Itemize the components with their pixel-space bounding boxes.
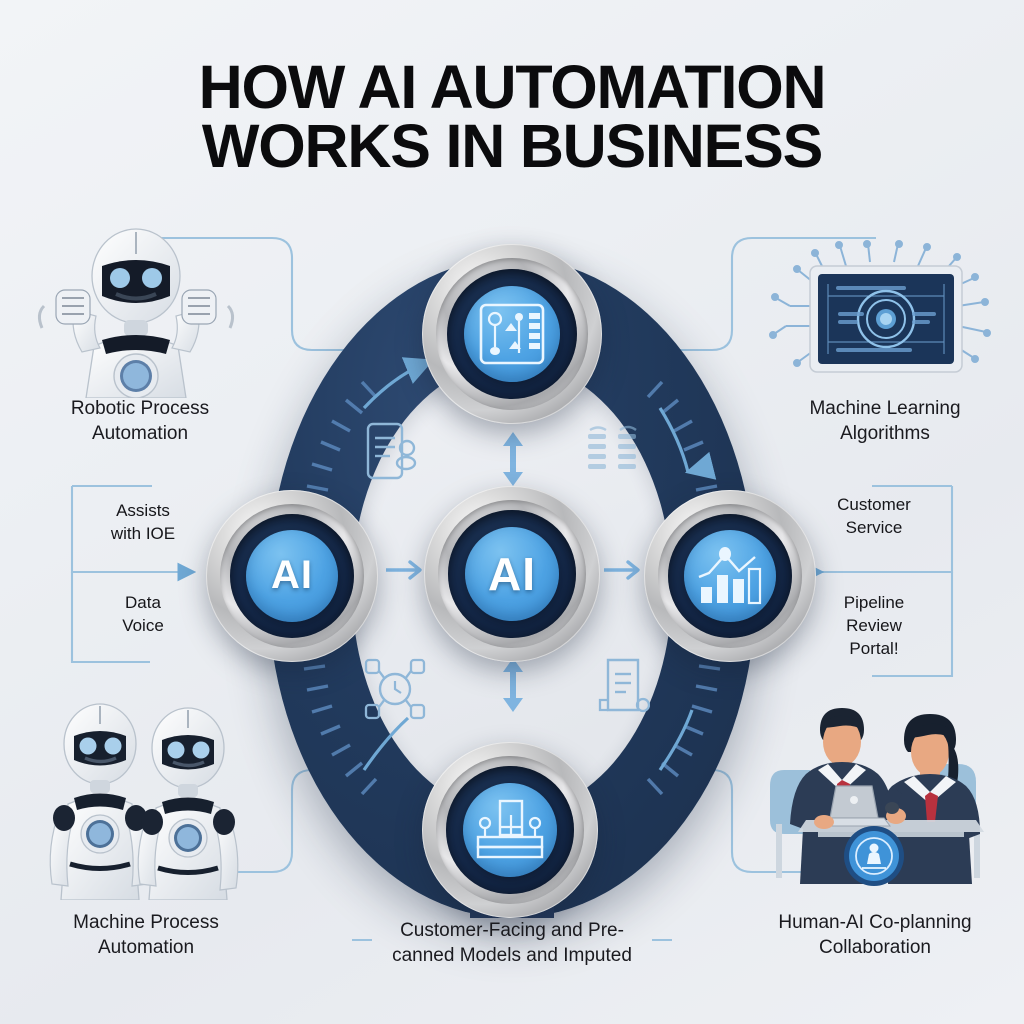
hub-node-left[interactable]: AI xyxy=(206,490,378,662)
humanoid-robot-waving xyxy=(37,228,235,398)
node-face xyxy=(463,285,561,383)
dashboard-flowchart-icon xyxy=(479,303,545,365)
node-well xyxy=(446,268,577,399)
node-well: AI xyxy=(229,513,355,639)
node-face: AI xyxy=(464,526,560,622)
node-bezel xyxy=(436,258,588,410)
node-well: AI xyxy=(448,510,576,638)
label-assists-with-ioe: Assists with IOE xyxy=(110,501,176,543)
server-podium-icon xyxy=(476,799,544,859)
label-pipeline-review-portal: Pipeline Review Portal! xyxy=(843,593,905,658)
caption-robotic-process-automation: Robotic Process Automation xyxy=(70,398,210,445)
node-bezel xyxy=(436,756,584,904)
two-business-people-laptop xyxy=(770,708,984,886)
hub-node-right[interactable] xyxy=(644,490,816,662)
invoice-document-icon xyxy=(598,658,650,713)
twin-humanoid-robots xyxy=(49,703,239,900)
node-bezel: AI xyxy=(219,503,365,649)
arrow-right-icon xyxy=(604,560,640,580)
vertical-double-arrow-icon xyxy=(503,658,523,712)
caption-customer-facing-models: Customer-Facing and Pre- canned Models a… xyxy=(392,920,632,967)
arrow-right-icon xyxy=(386,560,422,580)
hub-node-center[interactable]: AI xyxy=(424,486,600,662)
node-label-ai: AI xyxy=(270,553,313,598)
central-hub: AI AI xyxy=(206,244,816,918)
node-label-ai: AI xyxy=(487,547,536,600)
node-bezel xyxy=(657,503,803,649)
page-title: HOW AI AUTOMATION WORKS IN BUSINESS xyxy=(198,53,827,181)
online-label-icon xyxy=(588,425,637,469)
bar-chart-growth-icon xyxy=(698,546,762,605)
ai-chip-circuit-tablet xyxy=(769,240,991,373)
node-face: AI xyxy=(246,530,338,622)
hub-node-top[interactable] xyxy=(422,244,602,424)
vertical-double-arrow-icon xyxy=(503,432,523,486)
caption-machine-learning-algorithms: Machine Learning Algorithms xyxy=(809,398,961,445)
node-well xyxy=(446,766,574,894)
caption-machine-process-automation: Machine Process Automation xyxy=(73,912,219,959)
network-clock-hub-icon xyxy=(364,658,426,720)
hub-node-bottom[interactable] xyxy=(422,742,598,918)
node-face xyxy=(462,782,558,878)
node-well xyxy=(667,513,793,639)
label-customer-service: Customer Service xyxy=(837,495,911,537)
caption-human-ai-collaboration: Human-AI Co-planning Collaboration xyxy=(778,912,972,959)
node-face xyxy=(684,530,776,622)
node-bezel: AI xyxy=(438,500,586,648)
document-gear-icon xyxy=(366,422,417,480)
label-data-voice: Data Voice xyxy=(122,593,164,635)
